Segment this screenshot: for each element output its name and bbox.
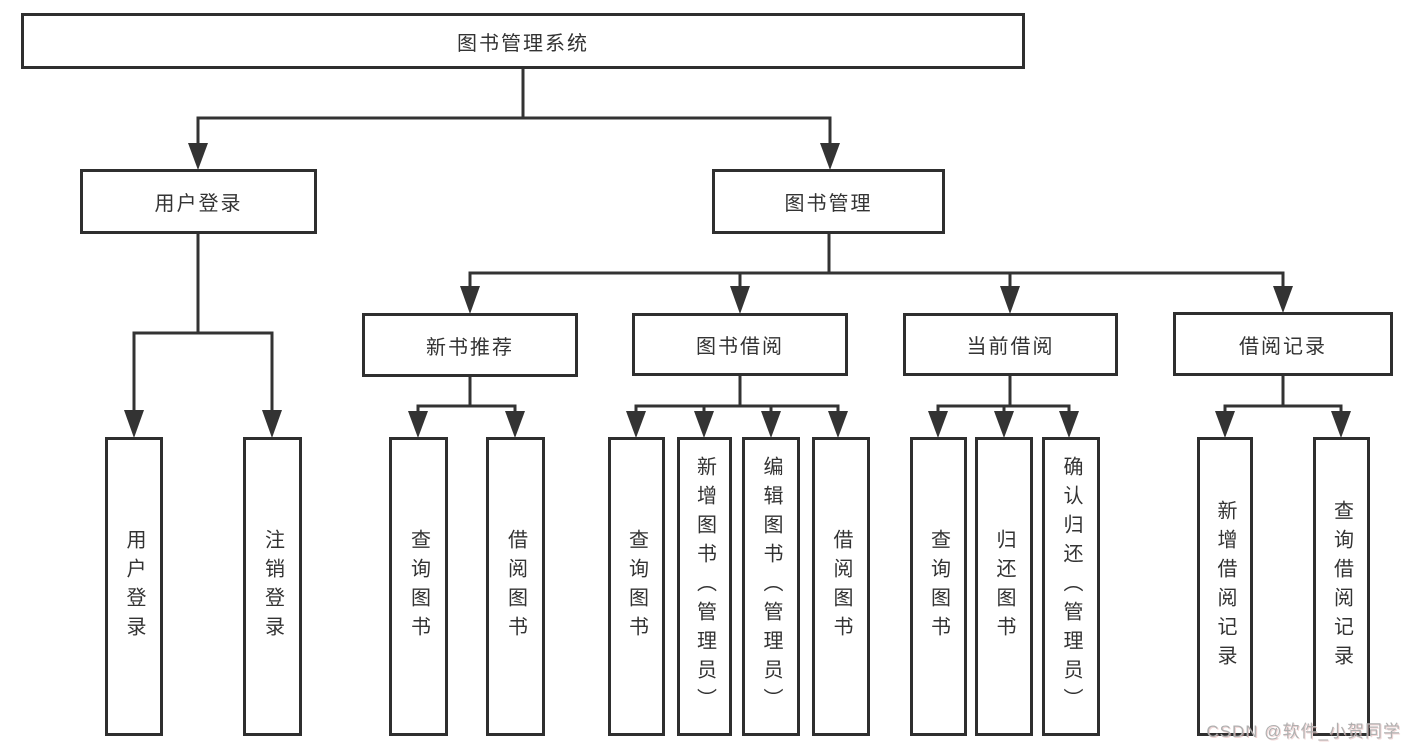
node-label: 新书推荐: [426, 336, 514, 359]
arrowhead: [828, 411, 848, 438]
arrowhead: [994, 411, 1014, 438]
leaf-return-book: 归还图书: [975, 437, 1033, 736]
leaf-logout: 注销登录: [243, 437, 302, 736]
arrowhead: [730, 286, 750, 314]
leaf-label: 编辑图书（管理员）: [760, 456, 782, 717]
leaf-add-book-admin: 新增图书（管理员）: [677, 437, 732, 736]
arrowhead: [1059, 411, 1079, 438]
connector-borrow-leaves: [634, 376, 840, 412]
arrowhead: [1273, 286, 1293, 313]
arrowhead: [1000, 286, 1020, 314]
leaf-label: 查询图书: [407, 528, 430, 645]
connector-root-level2: [196, 68, 832, 145]
leaf-query-borrow-record: 查询借阅记录: [1313, 437, 1370, 736]
leaf-user-login: 用户登录: [105, 437, 163, 736]
leaf-borrow-book: 借阅图书: [812, 437, 870, 736]
node-label: 当前借阅: [966, 336, 1055, 358]
csdn-watermark: CSDN @软件_小贺同学: [1206, 722, 1401, 741]
leaf-label: 确认归还（管理员）: [1060, 456, 1082, 717]
leaf-label: 归还图书: [993, 528, 1015, 645]
node-label: 借阅记录: [1239, 335, 1327, 358]
leaf-label: 新增图书（管理员）: [693, 456, 716, 717]
leaf-label: 用户登录: [123, 528, 145, 645]
leaf-query-book: 查询图书: [910, 437, 967, 736]
arrowhead: [928, 411, 948, 438]
leaf-confirm-return-admin: 确认归还（管理员）: [1042, 437, 1100, 736]
node-book-management: 图书管理: [712, 169, 945, 234]
node-new-book-recommend: 新书推荐: [362, 313, 578, 377]
node-label: 图书管理系统: [457, 32, 589, 55]
leaf-borrow-book: 借阅图书: [486, 437, 545, 736]
arrowhead: [188, 143, 208, 170]
leaf-label: 注销登录: [261, 528, 284, 645]
arrowhead: [1331, 411, 1351, 438]
arrowhead: [820, 143, 840, 170]
leaf-edit-book-admin: 编辑图书（管理员）: [742, 437, 800, 736]
arrowhead: [408, 411, 428, 438]
connector-mgmt-level3: [468, 234, 1285, 287]
arrowhead: [460, 286, 480, 314]
node-library-system: 图书管理系统: [21, 13, 1025, 69]
node-borrow-record: 借阅记录: [1173, 312, 1393, 376]
arrowhead: [761, 411, 781, 438]
node-book-borrow: 图书借阅: [632, 313, 848, 376]
arrowhead: [694, 411, 714, 438]
leaf-label: 借阅图书: [504, 528, 527, 645]
node-user-login: 用户登录: [80, 169, 317, 234]
leaf-label: 查询借阅记录: [1330, 499, 1353, 674]
node-label: 图书借阅: [696, 336, 784, 358]
arrowhead: [1215, 411, 1235, 438]
arrowhead: [505, 411, 525, 438]
arrowhead: [124, 410, 144, 438]
leaf-query-book: 查询图书: [608, 437, 665, 736]
leaf-query-book: 查询图书: [389, 437, 448, 736]
arrowhead: [262, 410, 282, 438]
connector-newbook-leaves: [416, 377, 517, 412]
connector-current-leaves: [936, 376, 1071, 412]
leaf-label: 借阅图书: [830, 528, 852, 645]
leaf-add-borrow-record: 新增借阅记录: [1197, 437, 1253, 736]
arrowhead: [626, 411, 646, 438]
connector-login-leaves: [132, 234, 274, 410]
connector-record-leaves: [1223, 376, 1343, 412]
leaf-label: 查询图书: [927, 528, 950, 645]
node-current-borrow: 当前借阅: [903, 313, 1118, 376]
node-label: 用户登录: [154, 193, 243, 215]
node-label: 图书管理: [784, 193, 873, 215]
leaf-label: 新增借阅记录: [1214, 499, 1236, 674]
leaf-label: 查询图书: [625, 528, 648, 645]
